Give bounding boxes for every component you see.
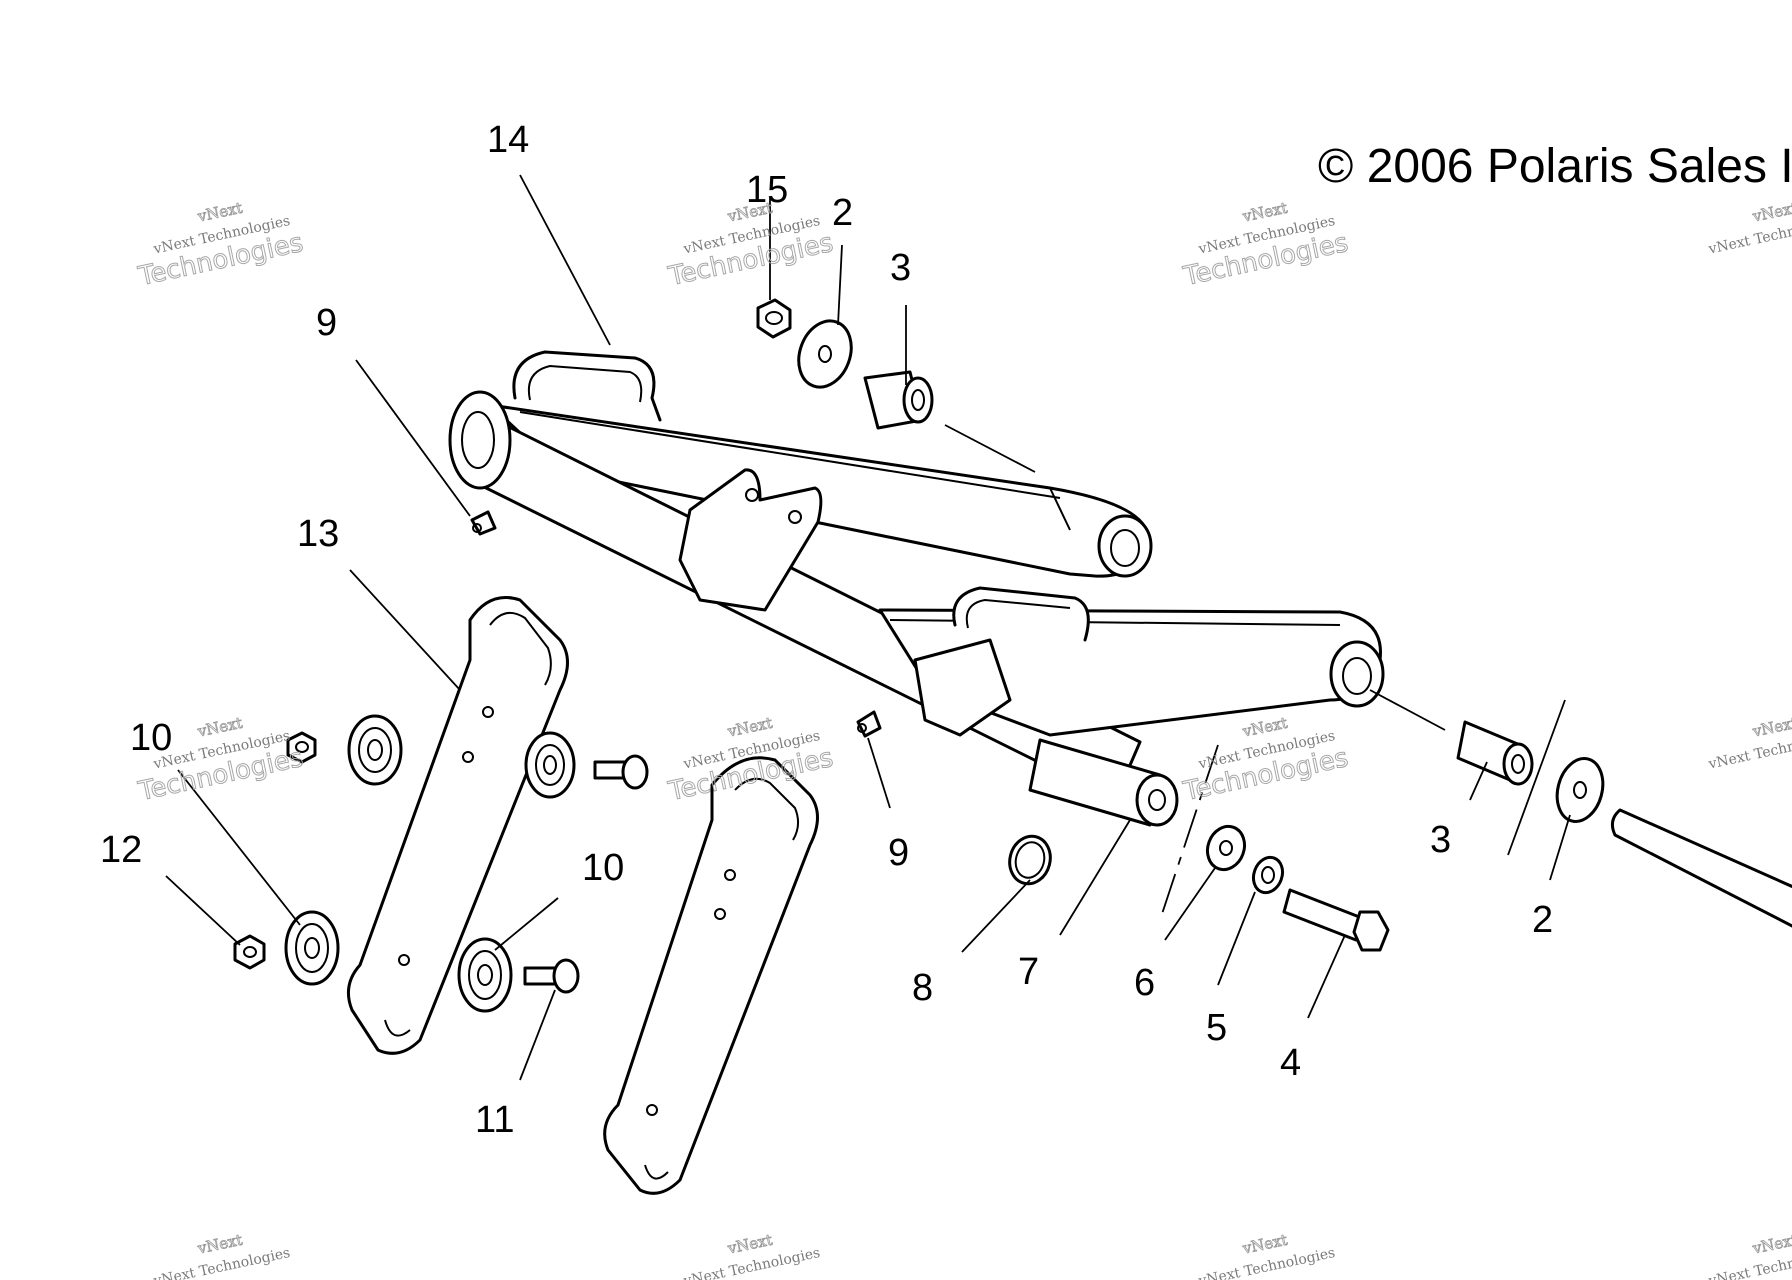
callout-12: 12 — [100, 829, 142, 871]
callout-4: 4 — [1280, 1042, 1301, 1084]
bolt-4 — [1282, 888, 1390, 952]
callout-8: 8 — [912, 967, 933, 1009]
bolt-11-top — [593, 754, 649, 790]
callout-13: 13 — [297, 513, 339, 555]
svg-text:vNext: vNext — [195, 1231, 244, 1258]
watermark: vNext vNext Technologies Technologies — [135, 198, 307, 292]
swing-arm-assembly — [448, 350, 1385, 827]
callout-15: 15 — [746, 169, 788, 211]
link-arm-13-right — [603, 756, 819, 1195]
long-shaft — [1610, 808, 1792, 928]
callout-3-right: 3 — [1430, 819, 1451, 861]
link-arm-13-left — [346, 596, 569, 1055]
bearing-10-top-right — [524, 731, 576, 799]
callout-2-right: 2 — [1532, 899, 1553, 941]
nut-12-top — [286, 731, 317, 764]
watermark: vNext vNext Technologies — [1706, 713, 1792, 772]
callout-9-top: 9 — [316, 302, 337, 344]
nut-12 — [233, 934, 266, 970]
svg-text:vNext: vNext — [195, 199, 244, 226]
svg-text:vNext: vNext — [725, 714, 774, 741]
bolt-11 — [523, 958, 580, 994]
callout-7: 7 — [1018, 951, 1039, 993]
grease-fitting-9-top — [470, 510, 497, 536]
grease-fitting-9-mid — [856, 710, 882, 738]
watermark: vNext vNext Technologies Technologies — [665, 198, 837, 292]
svg-text:vNext: vNext — [1750, 714, 1792, 741]
svg-text:vNext: vNext — [1240, 199, 1289, 226]
svg-text:vNext: vNext — [195, 714, 244, 741]
svg-text:vNext: vNext — [1240, 1231, 1289, 1258]
watermark: vNext vNext Technologies — [1196, 1230, 1336, 1280]
watermark: vNext vNext Technologies — [151, 1230, 291, 1280]
watermark: vNext vNext Technologies — [1706, 1230, 1792, 1280]
callout-14: 14 — [487, 119, 529, 161]
lock-washer-5 — [1251, 855, 1285, 895]
svg-text:vNext: vNext — [1750, 199, 1792, 226]
watermark: vNext vNext Technologies — [681, 1230, 821, 1280]
watermark: vNext vNext Technologies — [1706, 198, 1792, 257]
bushing-3-right — [1456, 720, 1534, 786]
watermark: vNext vNext Technologies Technologies — [1180, 713, 1352, 807]
washer-6 — [1205, 824, 1247, 872]
callout-3-top: 3 — [890, 247, 911, 289]
svg-text:vNext: vNext — [725, 199, 774, 226]
callout-labels: 14 15 2 3 9 13 10 12 10 11 9 8 7 6 5 4 3… — [100, 119, 1553, 1141]
bearing-10-left — [284, 910, 340, 986]
callout-5: 5 — [1206, 1007, 1227, 1049]
callout-10-mid: 10 — [582, 847, 624, 889]
callout-2-top: 2 — [832, 192, 853, 234]
nut-15 — [756, 298, 792, 339]
svg-text:vNext: vNext — [1750, 1231, 1792, 1258]
bearing-10-top-left — [347, 714, 403, 786]
copyright-text: © 2006 Polaris Sales Inc. — [1318, 140, 1792, 193]
callout-6: 6 — [1134, 962, 1155, 1004]
watermark: vNext vNext Technologies Technologies — [1180, 198, 1352, 292]
leader-lines — [165, 174, 1571, 1081]
washer-2-top — [797, 319, 853, 389]
svg-text:vNext: vNext — [725, 1231, 774, 1258]
bearing-10-mid — [457, 937, 513, 1013]
callout-11: 11 — [475, 1099, 514, 1141]
o-ring-8 — [1008, 834, 1052, 886]
washer-2-right — [1555, 757, 1605, 823]
callout-10-left: 10 — [130, 717, 172, 759]
callout-9-mid: 9 — [888, 832, 909, 874]
bushing-3-top — [863, 370, 934, 430]
svg-text:vNext: vNext — [1240, 714, 1289, 741]
